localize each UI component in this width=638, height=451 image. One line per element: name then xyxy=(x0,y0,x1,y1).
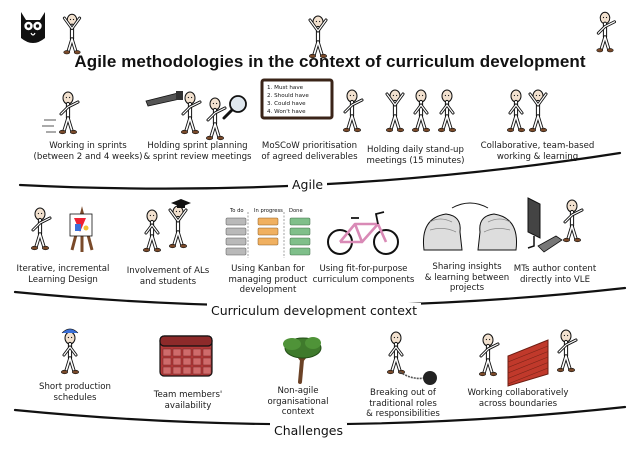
stick-figure-icon xyxy=(308,15,328,59)
tree-icon xyxy=(283,337,322,384)
stick-figure-icon xyxy=(556,329,578,373)
agile-caption-sprints: Working in sprints (between 2 and 4 week… xyxy=(33,141,143,162)
computer-monitor-icon xyxy=(527,197,541,249)
kanban-header-in-progress: In progress xyxy=(254,208,283,214)
calendar-icon xyxy=(159,335,213,377)
stick-figure-icon xyxy=(528,89,548,133)
page-title: Agile methodologies in the context of cu… xyxy=(74,52,586,71)
whiteboard-icon xyxy=(260,78,334,120)
context-caption-learning-design: Iterative, incremental Learning Design xyxy=(16,264,110,285)
stick-figure-icon xyxy=(506,89,525,133)
section-label-challenges: Challenges xyxy=(270,423,348,438)
stick-figure-icon xyxy=(206,97,227,141)
graduation-cap-icon xyxy=(171,199,191,208)
stick-figure-icon xyxy=(30,207,52,251)
context-caption-sharing: Sharing insights & learning between proj… xyxy=(424,262,510,293)
stick-figure-icon xyxy=(478,333,500,377)
agile-caption-sprint-meetings: Holding sprint planning & sprint review … xyxy=(143,141,252,162)
challenge-caption-schedules: Short production schedules xyxy=(39,382,111,403)
context-caption-components: Using fit-for-purpose curriculum compone… xyxy=(312,264,415,285)
stick-figure-icon xyxy=(181,91,202,135)
context-caption-vle: MTs author content directly into VLE xyxy=(513,264,597,285)
telescope-icon xyxy=(145,91,183,107)
challenge-caption-boundaries: Working collaboratively across boundarie… xyxy=(467,388,569,409)
moscow-item-should: 2. Should have xyxy=(267,93,309,99)
stick-figure-icon xyxy=(386,331,405,375)
stick-figure-icon xyxy=(437,89,456,133)
stick-figure-icon xyxy=(60,331,80,375)
owl-logo-icon xyxy=(21,12,45,43)
stick-figure-icon xyxy=(596,11,616,53)
stick-figure-icon xyxy=(58,91,80,135)
magnifying-glass-icon xyxy=(222,95,247,120)
section-label-context: Curriculum development context xyxy=(207,303,422,318)
cap-hat-icon xyxy=(61,328,79,334)
ball-and-chain-icon xyxy=(399,371,437,385)
challenge-caption-non-agile: Non-agile organisational context xyxy=(267,386,329,417)
moscow-item-wont: 4. Won't have xyxy=(267,109,306,115)
challenge-caption-availability: Team members' availability xyxy=(153,390,223,411)
kanban-header-done: Done xyxy=(289,208,303,214)
stick-figure-icon xyxy=(562,199,584,243)
agile-caption-collaborative: Collaborative, team-based working & lear… xyxy=(480,141,595,162)
speed-lines-icon xyxy=(42,119,56,133)
keyboard-icon xyxy=(537,235,563,253)
agile-caption-moscow: MoSCoW prioritisation of agreed delivera… xyxy=(261,141,358,162)
kanban-header-todo: To do xyxy=(230,208,244,214)
easel-icon xyxy=(69,206,94,252)
stick-figure-icon xyxy=(385,89,405,133)
stick-figure-icon xyxy=(411,89,430,133)
bicycle-icon xyxy=(327,211,399,255)
stick-figure-icon xyxy=(168,205,188,249)
context-caption-kanban: Using Kanban for managing product develo… xyxy=(228,264,308,295)
stick-figure-icon xyxy=(342,89,364,133)
stick-figure-icon xyxy=(62,13,82,55)
brick-wall-icon xyxy=(507,339,549,387)
brain-icon xyxy=(422,202,518,251)
section-label-agile: Agile xyxy=(288,177,328,192)
agile-caption-standup: Holding daily stand-up meetings (15 minu… xyxy=(366,145,465,166)
moscow-item-must: 1. Must have xyxy=(267,85,304,91)
kanban-board-icon xyxy=(225,212,311,258)
challenge-caption-roles: Breaking out of traditional roles & resp… xyxy=(366,388,440,419)
moscow-item-could: 3. Could have xyxy=(267,101,306,107)
context-caption-als-students: Involvement of ALs and students xyxy=(126,266,210,287)
stick-figure-icon xyxy=(143,209,162,253)
